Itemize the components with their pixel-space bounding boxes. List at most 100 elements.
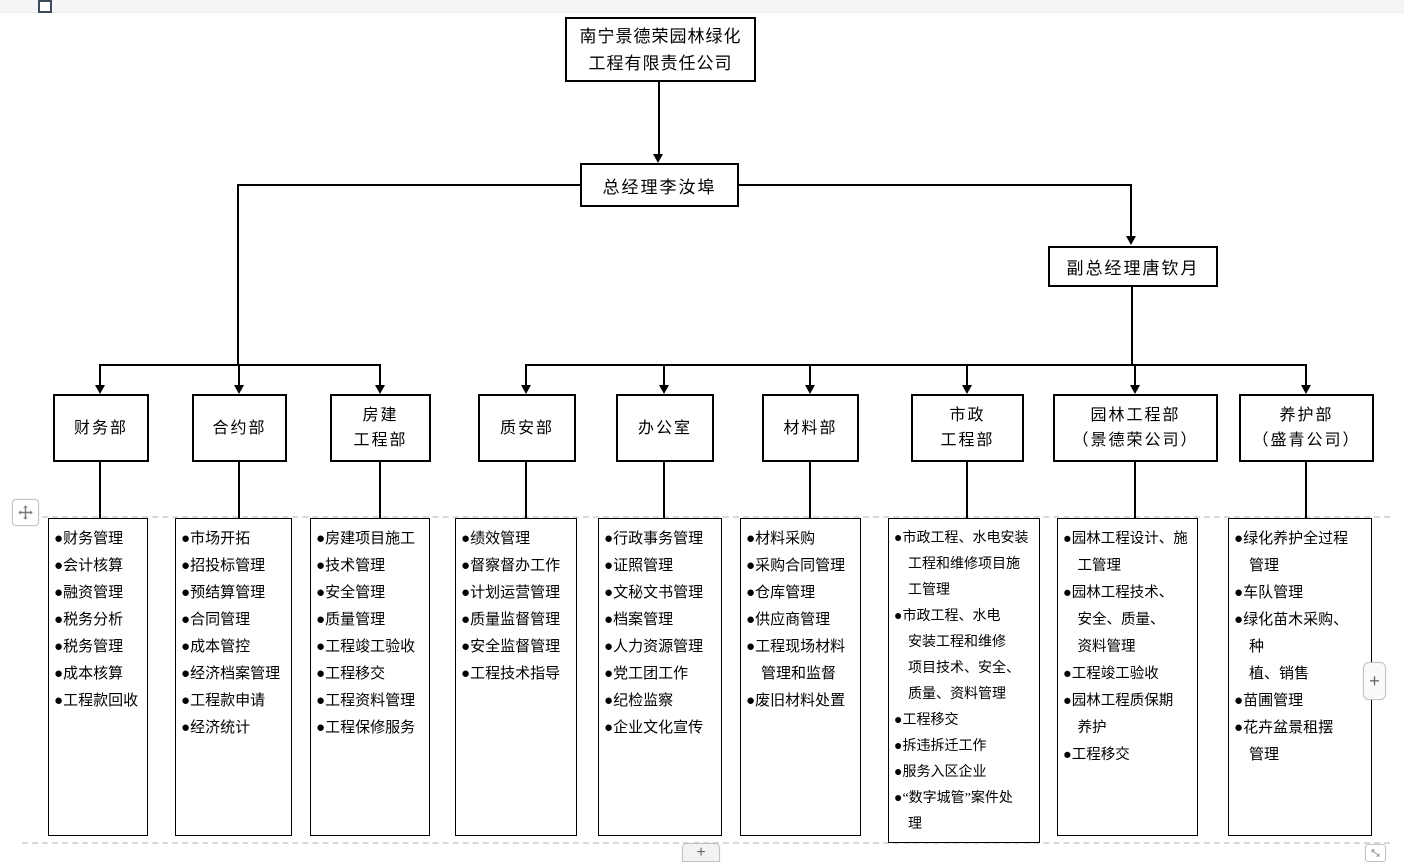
connector-line — [379, 462, 381, 518]
duty-item: 质量管理 — [316, 607, 427, 634]
duty-item: 拆违拆迁工作 — [894, 734, 1037, 760]
duty-item: 采购合同管理 — [746, 553, 858, 580]
duty-item: 质量监督管理 — [461, 607, 574, 634]
arrowhead — [1301, 385, 1311, 394]
arrowhead — [95, 385, 105, 394]
duty-item: 税务管理 — [54, 634, 145, 661]
duty-item: 计划运营管理 — [461, 580, 574, 607]
zoom-in-button[interactable]: + — [1363, 662, 1386, 700]
duty-item: 供应商管理 — [746, 607, 858, 634]
arrowhead — [234, 385, 244, 394]
duty-item: 工程竣工验收 — [1063, 661, 1195, 688]
duty-item: 技术管理 — [316, 553, 427, 580]
connector-line — [1131, 287, 1133, 366]
canvas-dashed-boundary-top — [22, 516, 1390, 518]
duty-item: 工程资料管理 — [316, 688, 427, 715]
duty-item: 税务分析 — [54, 607, 145, 634]
connector-line — [738, 184, 1132, 186]
connector-line — [99, 364, 381, 366]
duty-item: 文秘文书管理 — [604, 580, 719, 607]
connector-line — [1305, 364, 1307, 387]
duty-item: 督察督办工作 — [461, 553, 574, 580]
duty-item: 市场开拓 — [181, 526, 289, 553]
anchor-handle-icon[interactable] — [38, 0, 52, 13]
connector-line — [663, 462, 665, 518]
dept-box-building-eng[interactable]: 房建 工程部 — [330, 394, 431, 462]
duty-list-building-eng[interactable]: 房建项目施工技术管理安全管理质量管理工程竣工验收工程移交工程资料管理工程保修服务 — [310, 518, 430, 836]
duty-item: 园林工程设计、施 工管理 — [1063, 526, 1195, 580]
duty-item: 行政事务管理 — [604, 526, 719, 553]
duty-item: 花卉盆景租摆 管理 — [1234, 715, 1361, 769]
dept-box-contract[interactable]: 合约部 — [192, 394, 287, 462]
duty-item: 经济统计 — [181, 715, 289, 742]
duty-item: 工程竣工验收 — [316, 634, 427, 661]
duty-item: 工程移交 — [316, 661, 427, 688]
move-canvas-button[interactable] — [12, 499, 39, 526]
connector-line — [663, 364, 665, 387]
arrowhead — [1126, 236, 1136, 245]
connector-line — [525, 462, 527, 518]
duty-item: 预结算管理 — [181, 580, 289, 607]
duty-item: 材料采购 — [746, 526, 858, 553]
duty-item: 证照管理 — [604, 553, 719, 580]
dept-box-materials[interactable]: 材料部 — [762, 394, 859, 462]
duty-item: 仓库管理 — [746, 580, 858, 607]
duty-item: 车队管理 — [1234, 580, 1361, 607]
duty-item: “数字城管”案件处 理 — [894, 786, 1037, 838]
arrowhead — [805, 385, 815, 394]
duty-item: 房建项目施工 — [316, 526, 427, 553]
resize-icon — [1371, 849, 1380, 857]
duty-item: 安全监督管理 — [461, 634, 574, 661]
duty-item: 招投标管理 — [181, 553, 289, 580]
general-manager-box[interactable]: 总经理李汝埠 — [580, 163, 739, 207]
dept-box-municipal-eng[interactable]: 市政 工程部 — [911, 394, 1024, 462]
resize-handle-button[interactable] — [1365, 844, 1386, 862]
connector-line — [99, 462, 101, 518]
connector-line — [809, 364, 811, 387]
connector-line — [1305, 462, 1307, 518]
duty-item: 融资管理 — [54, 580, 145, 607]
duty-item: 档案管理 — [604, 607, 719, 634]
connector-line — [237, 184, 239, 366]
arrowhead — [375, 385, 385, 394]
dept-box-maintenance[interactable]: 养护部 （盛青公司） — [1239, 394, 1374, 462]
company-box[interactable]: 南宁景德荣园林绿化 工程有限责任公司 — [565, 17, 756, 82]
duty-item: 工程移交 — [1063, 742, 1195, 769]
duty-list-office[interactable]: 行政事务管理证照管理文秘文书管理档案管理人力资源管理党工团工作纪检监察企业文化宣… — [598, 518, 722, 836]
duty-list-contract[interactable]: 市场开拓招投标管理预结算管理合同管理成本管控经济档案管理工程款申请经济统计 — [175, 518, 292, 836]
duty-item: 工程保修服务 — [316, 715, 427, 742]
duty-list-finance[interactable]: 财务管理会计核算融资管理税务分析税务管理成本核算工程款回收 — [48, 518, 148, 836]
duty-item: 会计核算 — [54, 553, 145, 580]
arrowhead — [1130, 385, 1140, 394]
top-scroll-strip — [0, 0, 1404, 13]
dept-box-quality-safety[interactable]: 质安部 — [478, 394, 576, 462]
dept-box-landscape-eng[interactable]: 园林工程部 （景德荣公司） — [1053, 394, 1218, 462]
add-button[interactable]: + — [682, 843, 720, 862]
connector-line — [238, 364, 240, 387]
connector-line — [237, 184, 580, 186]
plus-icon: + — [696, 843, 706, 861]
plus-icon: + — [1369, 670, 1380, 691]
duty-item: 工程现场材料 管理和监督 — [746, 634, 858, 688]
duty-list-maintenance[interactable]: 绿化养护全过程 管理车队管理绿化苗木采购、种 植、销售苗圃管理花卉盆景租摆 管理 — [1228, 518, 1372, 836]
duty-list-landscape-eng[interactable]: 园林工程设计、施 工管理园林工程技术、 安全、质量、 资料管理工程竣工验收园林工… — [1057, 518, 1198, 836]
duty-item: 服务入区企业 — [894, 760, 1037, 786]
connector-line — [1130, 184, 1132, 237]
deputy-general-manager-box[interactable]: 副总经理唐钦月 — [1048, 246, 1218, 287]
duty-item: 绿化养护全过程 管理 — [1234, 526, 1361, 580]
duty-item: 财务管理 — [54, 526, 145, 553]
duty-item: 安全管理 — [316, 580, 427, 607]
connector-line — [966, 364, 968, 387]
duty-list-quality-safety[interactable]: 绩效管理督察督办工作计划运营管理质量监督管理安全监督管理工程技术指导 — [455, 518, 577, 836]
duty-item: 市政工程、水电 安装工程和维修 项目技术、安全、 质量、资料管理 — [894, 604, 1037, 708]
connector-line — [379, 364, 381, 387]
dept-box-finance[interactable]: 财务部 — [53, 394, 149, 462]
duty-list-municipal-eng[interactable]: 市政工程、水电安装 工程和维修项目施 工管理市政工程、水电 安装工程和维修 项目… — [888, 518, 1040, 843]
connector-line — [238, 462, 240, 518]
duty-item: 工程款申请 — [181, 688, 289, 715]
connector-line — [1134, 364, 1136, 387]
duty-item: 苗圃管理 — [1234, 688, 1361, 715]
dept-box-office[interactable]: 办公室 — [616, 394, 714, 462]
duty-list-materials[interactable]: 材料采购采购合同管理仓库管理供应商管理工程现场材料 管理和监督废旧材料处置 — [740, 518, 861, 836]
duty-item: 纪检监察 — [604, 688, 719, 715]
